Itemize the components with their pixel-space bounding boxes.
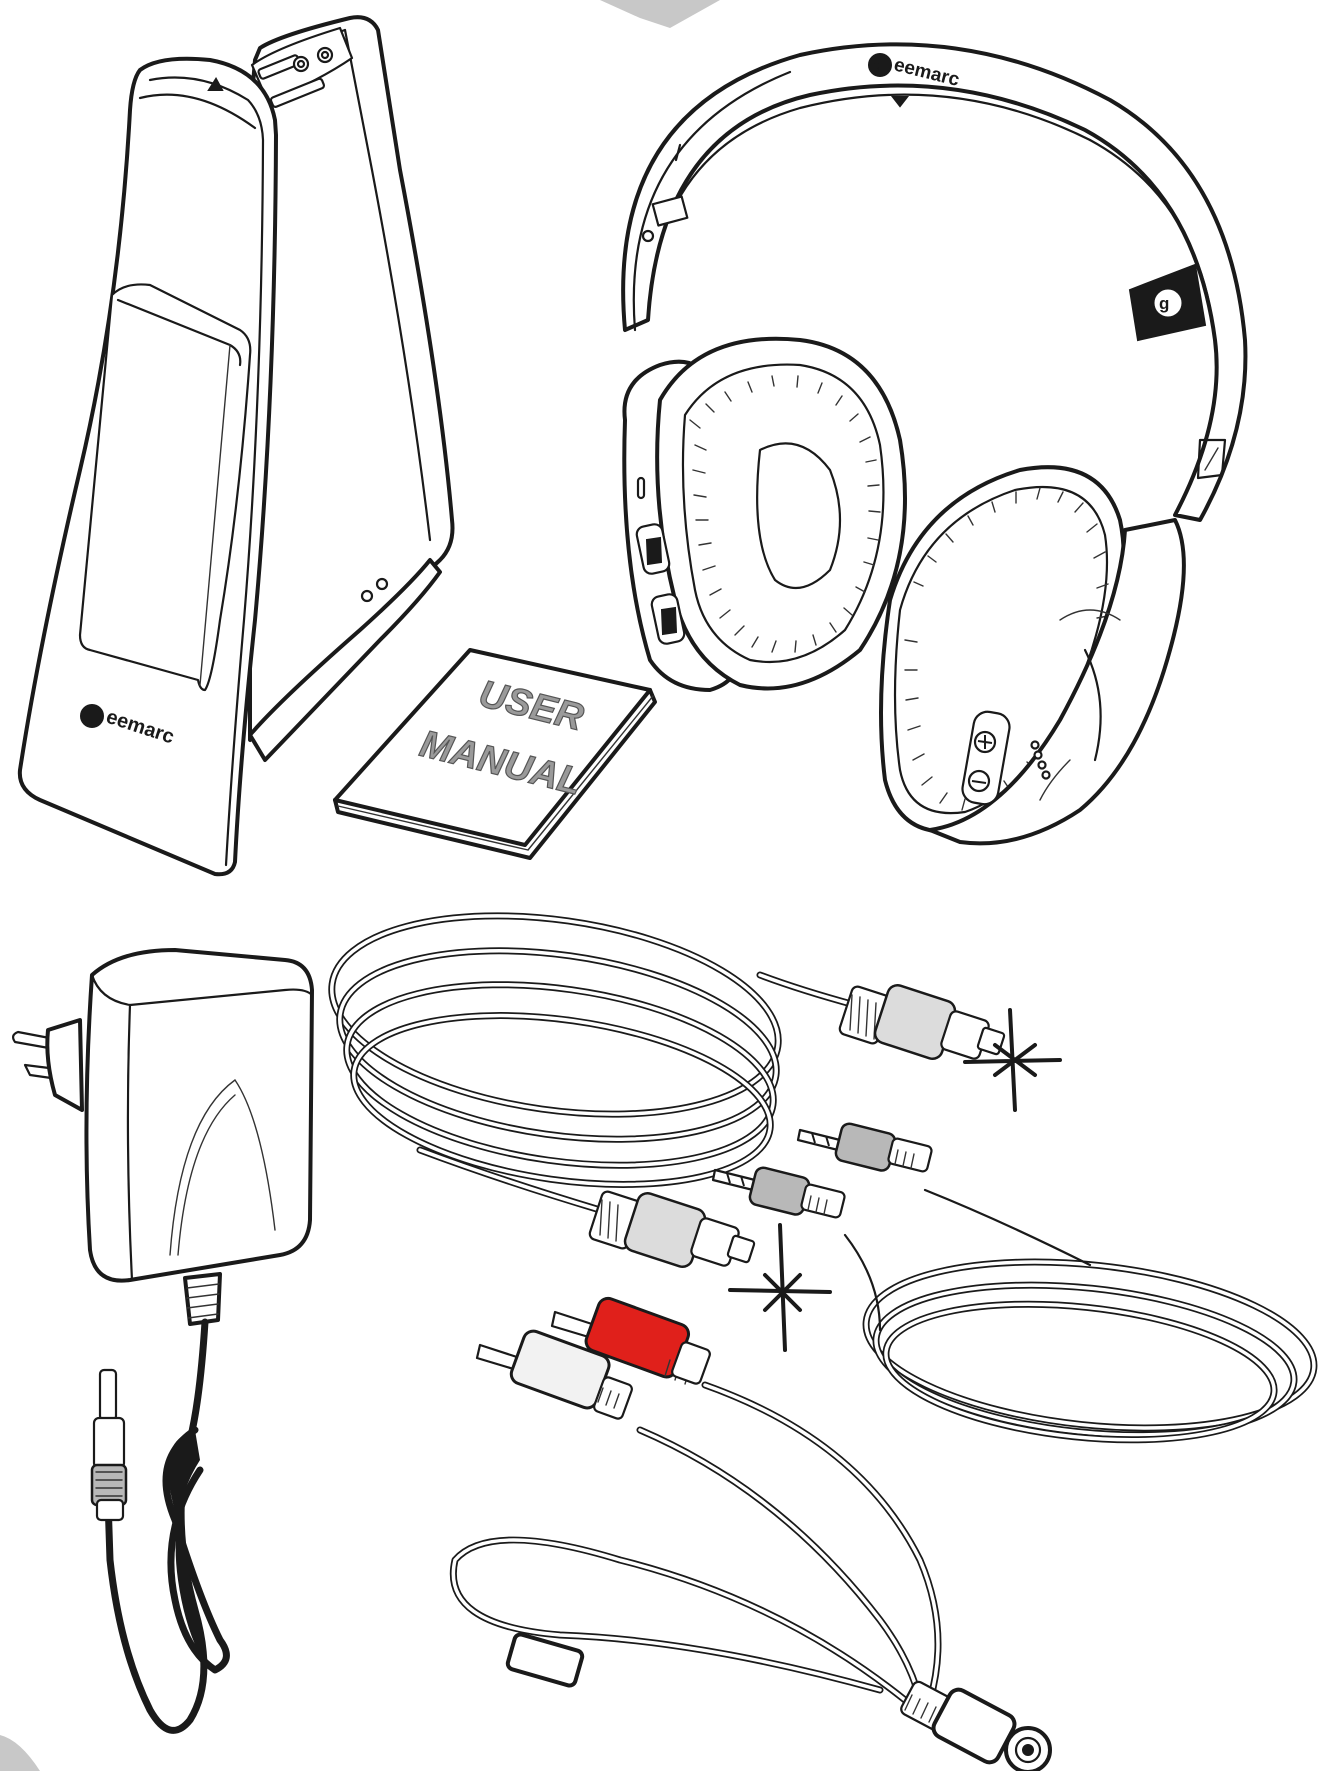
rca-plug-white (475, 1329, 633, 1420)
plus-icon (977, 735, 993, 749)
user-manual: USER MANUAL (333, 648, 657, 860)
headband-arrow-icon (890, 96, 910, 108)
optical-connector-top (838, 984, 1006, 1060)
transmitter-base: g eemarc (17, 15, 455, 877)
rca-cable (449, 1296, 1052, 1771)
transmitter-led-2 (375, 577, 389, 591)
page-tab-top (600, 0, 720, 28)
page-tab-bottom (0, 1735, 40, 1771)
right-earcup (879, 465, 1186, 846)
cable-coil (167, 1430, 207, 1665)
stereo-jack-plug-1 (796, 1122, 933, 1173)
light-spark-icon-top (963, 1008, 1062, 1112)
stereo-jack-plug-2 (711, 1166, 846, 1219)
cable-splitter (505, 1632, 585, 1688)
light-spark-icon-bottom (728, 1223, 832, 1352)
rca-plug-red (550, 1296, 711, 1385)
stereo-jack-cable (711, 1122, 1318, 1444)
svg-text:g: g (873, 57, 882, 73)
svg-text:g: g (1159, 294, 1169, 313)
optical-cable (328, 912, 1062, 1352)
headphones: g eemarc g (621, 42, 1248, 846)
triangle-up-icon (207, 77, 224, 91)
minus-icon (971, 780, 987, 784)
optical-connector-bottom (588, 1190, 756, 1268)
transmitter-led-1 (360, 589, 374, 603)
svg-text:g: g (84, 708, 93, 725)
left-earcup (622, 336, 907, 692)
power-adapter (11, 948, 314, 1734)
socket-connector (900, 1680, 1052, 1771)
